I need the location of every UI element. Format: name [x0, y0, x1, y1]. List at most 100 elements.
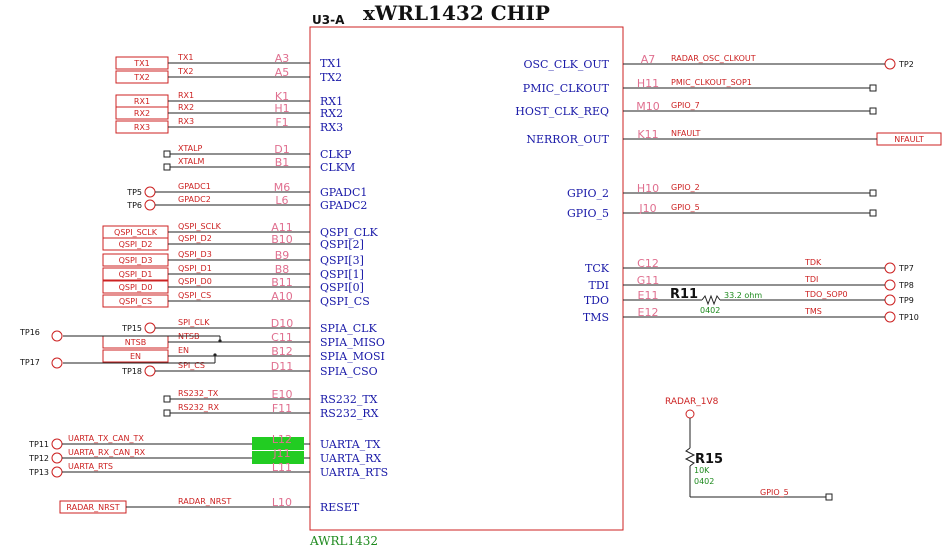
net-port-label: QSPI_CS: [119, 297, 152, 306]
r15-value: 10K: [694, 466, 710, 475]
pin-number: J10: [638, 202, 656, 215]
pin-number: A10: [271, 290, 293, 303]
test-point-pad[interactable]: [144, 365, 156, 377]
pin-name: SPIA_CLK: [320, 322, 377, 335]
pin-name: TMS: [583, 311, 609, 324]
tp17-pad[interactable]: [51, 357, 63, 369]
net-name: GPIO_2: [671, 183, 700, 192]
net-name: TDI: [804, 275, 818, 284]
r11-package: 0402: [700, 306, 720, 315]
pin-number: M6: [274, 181, 291, 194]
tp17-label: TP17: [19, 358, 40, 367]
test-point-pad[interactable]: [144, 322, 156, 334]
pin-number: J11: [272, 447, 290, 460]
no-connect-terminal[interactable]: [869, 209, 877, 217]
net-name: NFAULT: [671, 129, 701, 138]
pin-name: QSPI[1]: [320, 268, 364, 281]
net-name: SPI_CS: [178, 361, 205, 370]
no-connect-terminal[interactable]: [163, 150, 171, 158]
pin-name: UARTA_RX: [320, 452, 381, 465]
pin-number: B12: [271, 345, 293, 358]
pin-highlight: [252, 437, 304, 450]
test-point-label: TP6: [126, 201, 142, 210]
test-point-pad[interactable]: [884, 311, 896, 323]
net-name: XTALP: [178, 144, 203, 153]
pin-number: A5: [275, 66, 290, 79]
test-point-pad[interactable]: [144, 186, 156, 198]
net-name: QSPI_D3: [178, 250, 212, 259]
gpio5-terminal[interactable]: [825, 493, 833, 501]
pin-name: CLKM: [320, 161, 355, 174]
test-point-pad[interactable]: [884, 294, 896, 306]
pin-name: SPIA_MOSI: [320, 350, 385, 363]
pin-name: OSC_CLK_OUT: [523, 58, 609, 71]
test-point-pad[interactable]: [144, 199, 156, 211]
pin-number: H1: [274, 102, 289, 115]
pin-name: HOST_CLK_REQ: [515, 105, 609, 118]
tp16-pad[interactable]: [51, 330, 63, 342]
test-point-pad[interactable]: [884, 262, 896, 274]
net-name: UARTA_RTS: [68, 462, 113, 471]
pin-name: GPADC1: [320, 186, 367, 199]
pin-number: L12: [272, 433, 292, 446]
net-name: RX3: [178, 117, 194, 126]
pin-number: B11: [271, 276, 293, 289]
r15-resistor: RADAR_1V8 R15 10K 0402 GPIO_5: [665, 397, 833, 501]
test-point-pad[interactable]: [51, 452, 63, 464]
test-point-pad[interactable]: [51, 438, 63, 450]
no-connect-terminal[interactable]: [869, 107, 877, 115]
chip-body: [309, 26, 624, 531]
pin-number: D11: [271, 360, 293, 373]
pin-number: A7: [641, 53, 656, 66]
pin-name: UARTA_TX: [320, 438, 380, 451]
pin-name: QSPI[3]: [320, 254, 364, 267]
net-name: XTALM: [178, 157, 205, 166]
net-name: GPIO_5: [671, 203, 700, 212]
pin-number: B8: [275, 263, 290, 276]
pin-name: UARTA_RTS: [320, 466, 388, 479]
test-point-label: TP8: [898, 281, 914, 290]
net-name: RX1: [178, 91, 194, 100]
net-name: RADAR_OSC_CLKOUT: [671, 54, 756, 63]
no-connect-terminal[interactable]: [163, 163, 171, 171]
pin-highlight: [252, 451, 304, 464]
test-point-pad[interactable]: [884, 279, 896, 291]
pin-name: RS232_TX: [320, 393, 378, 406]
pin-name: SPIA_MISO: [320, 336, 385, 349]
net-port-label: NFAULT: [894, 135, 924, 144]
pin-name: QSPI[0]: [320, 281, 364, 294]
r11-value: 33.2 ohm: [724, 291, 762, 300]
net-name: UARTA_RX_CAN_RX: [68, 448, 146, 457]
pin-number: L10: [272, 496, 292, 509]
pin-number: H10: [637, 182, 659, 195]
no-connect-terminal[interactable]: [163, 395, 171, 403]
pin-number: D1: [274, 143, 289, 156]
test-point-pad[interactable]: [884, 58, 896, 70]
no-connect-terminal[interactable]: [163, 409, 171, 417]
no-connect-terminal[interactable]: [869, 84, 877, 92]
no-connect-terminal[interactable]: [869, 189, 877, 197]
r15-package: 0402: [694, 477, 714, 486]
net-port-label: EN: [130, 352, 141, 361]
net-name: EN: [178, 346, 189, 355]
test-point-pad[interactable]: [51, 466, 63, 478]
chip-title: xWRL1432 CHIP: [363, 1, 550, 25]
pin-name: TCK: [585, 262, 610, 275]
net-port-label: TX2: [133, 73, 149, 82]
net-name: TX2: [177, 67, 193, 76]
pin-name: TDO: [584, 294, 609, 307]
